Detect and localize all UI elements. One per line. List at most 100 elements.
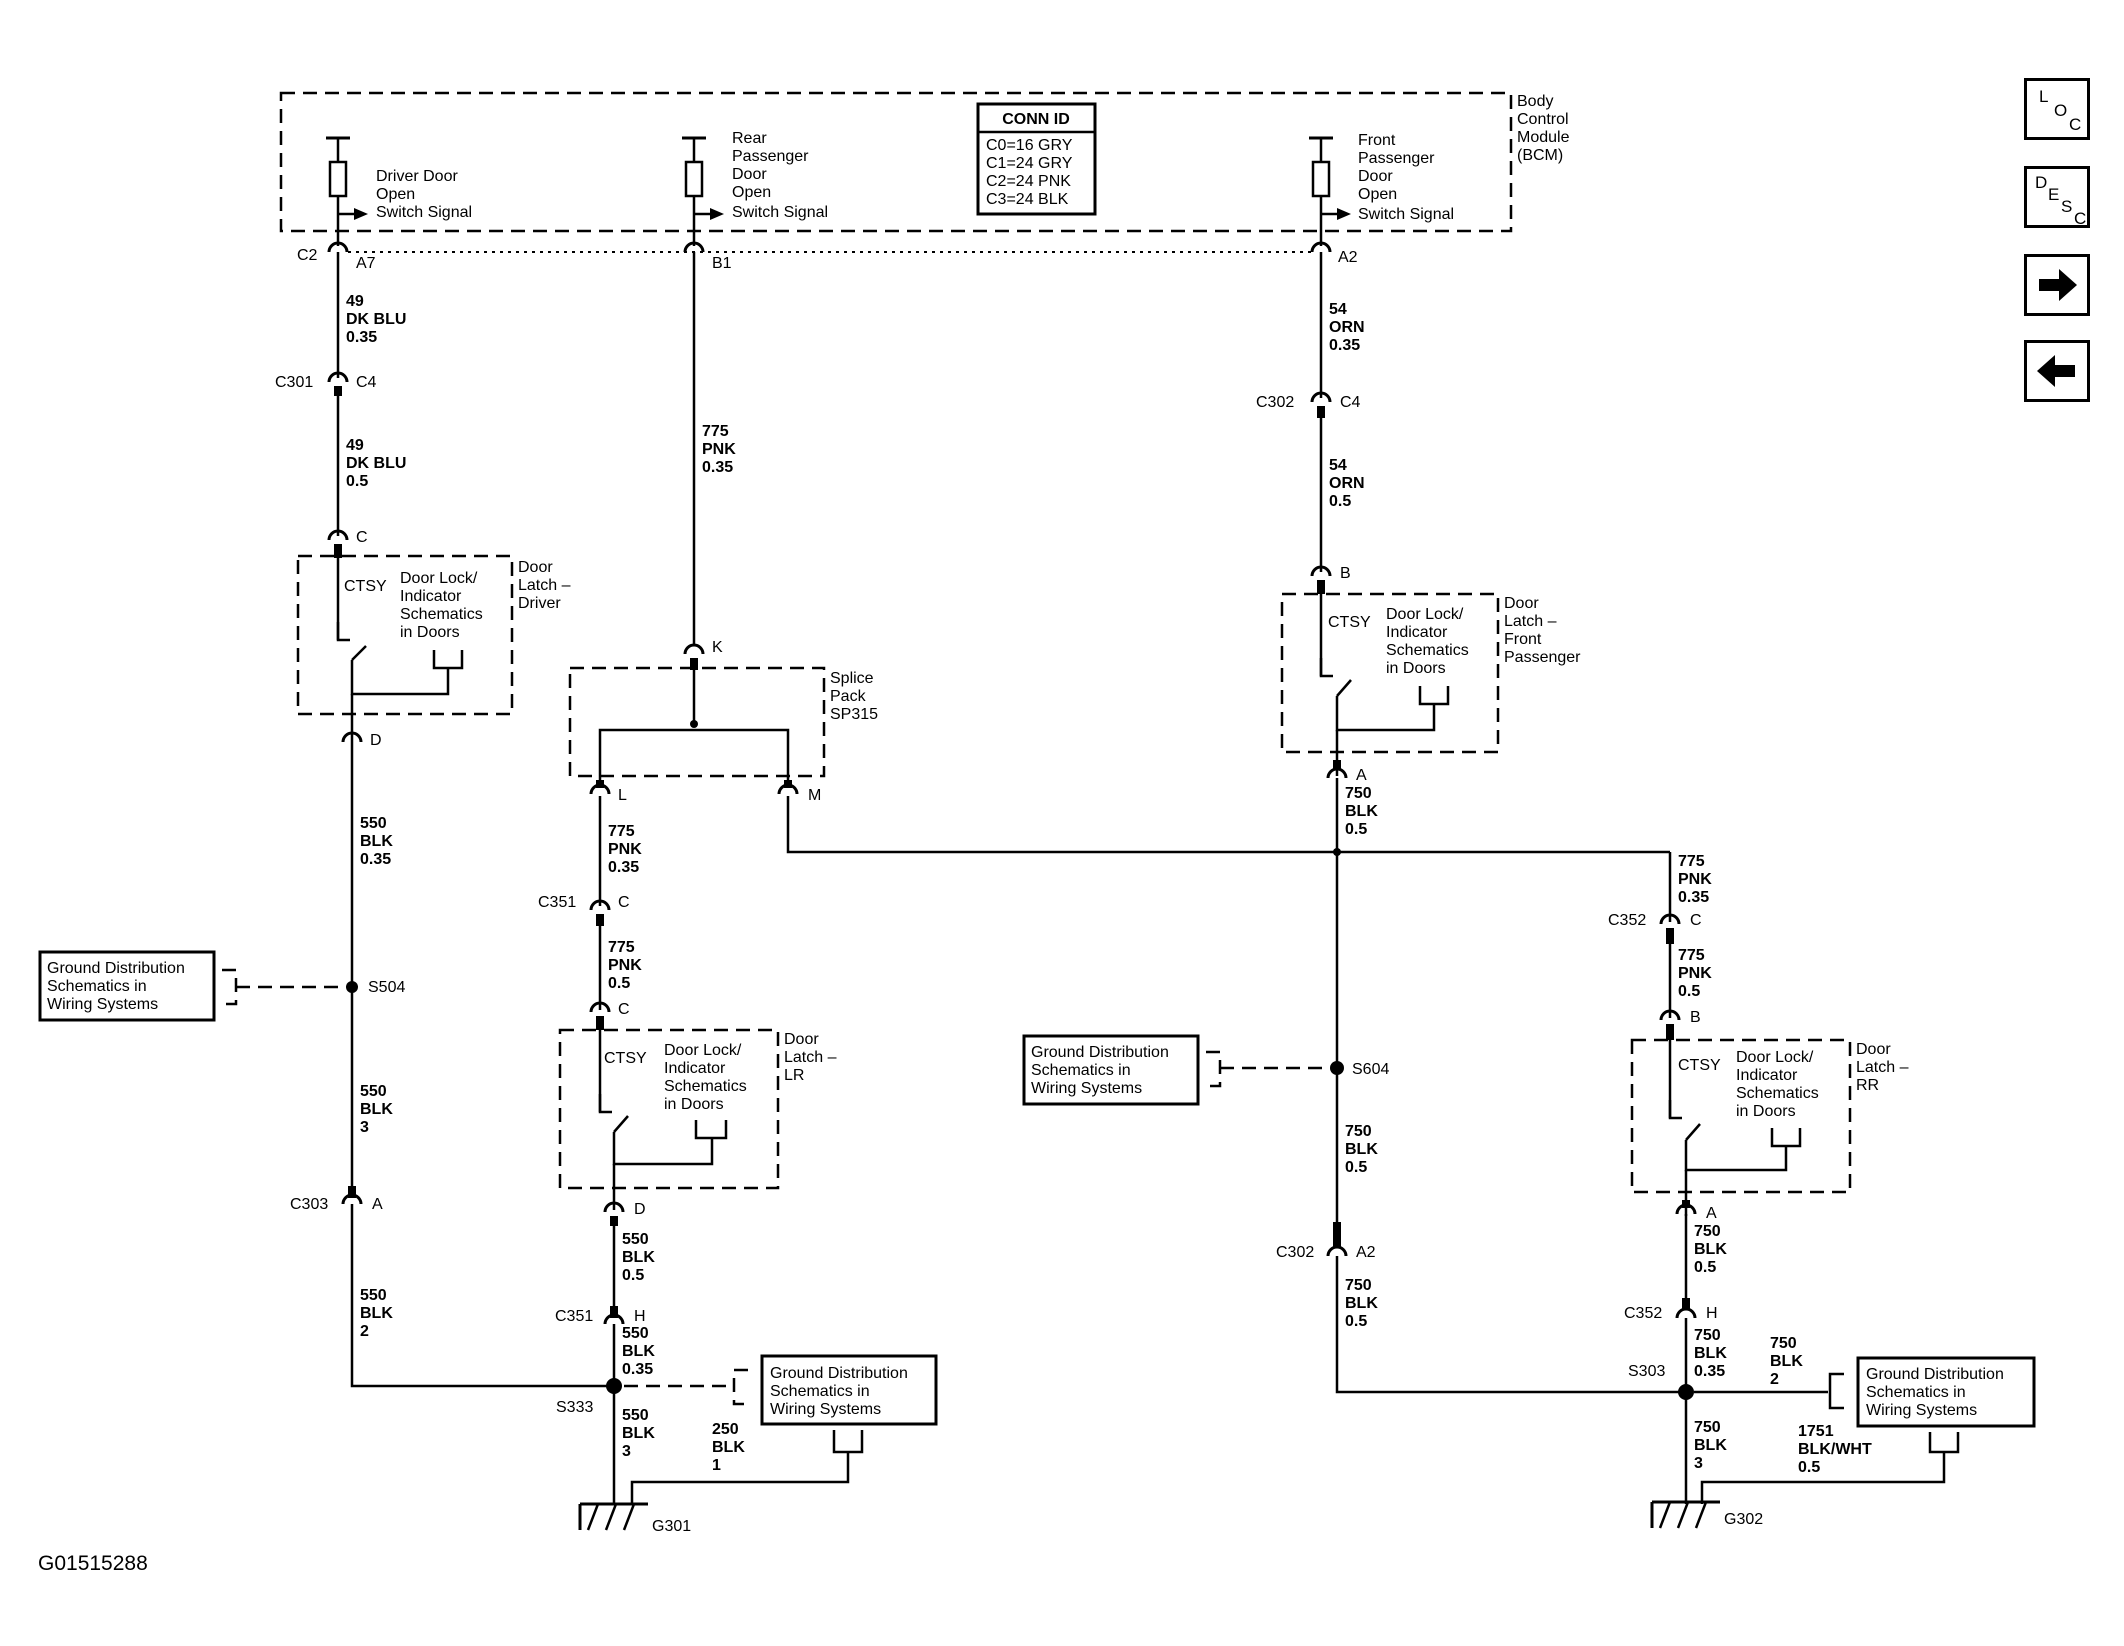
wire-label: BLK <box>622 1343 655 1360</box>
wire-label: 750 <box>1345 785 1372 802</box>
bcm-name-line: Body <box>1517 93 1553 110</box>
ground-ref-line: Ground Distribution <box>1031 1044 1169 1061</box>
signal-label-line: Switch Signal <box>376 204 472 221</box>
door-latch-lr <box>558 1028 780 1190</box>
splice-s604 <box>1330 1061 1344 1075</box>
previous-page-button[interactable] <box>2024 340 2090 402</box>
signal-label-line: Open <box>1358 186 1397 203</box>
next-page-button[interactable] <box>2024 254 2090 316</box>
wire-label: 550 <box>360 815 387 832</box>
splice-label: S303 <box>1628 1363 1665 1380</box>
lock-ref-line: in Doors <box>664 1096 724 1113</box>
splice-label: S604 <box>1352 1061 1389 1078</box>
wire-label: 1751 <box>1798 1423 1834 1440</box>
lock-ref-line: in Doors <box>400 624 460 641</box>
latch-label-line: Door <box>784 1031 819 1048</box>
pin-label: C <box>1690 912 1702 929</box>
wire-label: BLK <box>1345 1141 1378 1158</box>
wire-label: 750 <box>1694 1327 1721 1344</box>
conn-id-row: C0=16 GRY <box>986 137 1073 154</box>
connector-label: C351 <box>538 894 576 911</box>
latch-label-line: Door <box>1504 595 1539 612</box>
signal-label-line: Door <box>1358 168 1393 185</box>
ctsy-label: CTSY <box>1328 614 1371 631</box>
ground-ref-line: Schematics in <box>770 1383 870 1400</box>
front-branch: 54 ORN 0.35 C302 C4 54 ORN 0.5 B Door La… <box>1256 252 1688 1394</box>
pin-label: M <box>808 787 821 804</box>
lock-ref-line: Schematics <box>400 606 483 623</box>
ground-ref-line: Wiring Systems <box>770 1401 881 1418</box>
wire-label: 0.5 <box>1345 821 1367 838</box>
description-button[interactable]: D E S C <box>2024 166 2090 228</box>
wire-label: DK BLU <box>346 311 406 328</box>
connector-label: C302 <box>1276 1244 1314 1261</box>
connector-cavity-icon <box>683 643 705 656</box>
rear-branch: 775 PNK 0.35 K Splice Pack SP315 L M 775… <box>538 252 1670 1535</box>
pin-label: C <box>618 1001 630 1018</box>
wire-label: 550 <box>622 1231 649 1248</box>
arrow-left-icon <box>2037 355 2075 387</box>
lock-ref-line: Indicator <box>1386 624 1448 641</box>
signal-label-line: Open <box>376 186 415 203</box>
ground-ref-line: Wiring Systems <box>47 996 158 1013</box>
wire-label: BLK <box>1345 803 1378 820</box>
door-latch-rr <box>1630 1038 1852 1194</box>
wire-label: 0.35 <box>608 859 639 876</box>
pin-label: A2 <box>1338 249 1358 266</box>
wire-label: BLK <box>360 833 393 850</box>
latch-label-line: LR <box>784 1067 804 1084</box>
lock-ref-line: Indicator <box>400 588 462 605</box>
splice-label: S504 <box>368 979 405 996</box>
desc-letter: D <box>2035 173 2048 192</box>
wire-label: 0.35 <box>1329 337 1360 354</box>
wire-label: 750 <box>1694 1223 1721 1240</box>
latch-label-line: Latch – <box>518 577 571 594</box>
ground-icon <box>578 1502 650 1532</box>
pin-label: B <box>1690 1009 1701 1026</box>
splice-pack-label: SP315 <box>830 706 878 723</box>
splice-label: S333 <box>556 1399 593 1416</box>
bcm-name: Body Control Module (BCM) <box>1517 93 1570 164</box>
location-button[interactable]: L O C <box>2024 78 2090 140</box>
signal-label-line: Open <box>732 184 771 201</box>
ground-g302 <box>1650 1500 1722 1530</box>
ground-ref-line: Ground Distribution <box>770 1365 908 1382</box>
connector-cavity-icon <box>1310 241 1332 254</box>
ground-ref-line: Schematics in <box>1031 1062 1131 1079</box>
latch-label-line: Driver <box>518 595 561 612</box>
conn-id-row: C2=24 PNK <box>986 173 1071 190</box>
lock-ref-line: Door Lock/ <box>1736 1049 1814 1066</box>
splice-s333 <box>606 1378 622 1394</box>
wire-label: 3 <box>360 1119 369 1136</box>
ground-distribution-ref[interactable]: Ground Distribution Schematics in Wiring… <box>760 1354 938 1426</box>
latch-label-line: Door <box>518 559 553 576</box>
wire-label: ORN <box>1329 475 1365 492</box>
wire-label: 750 <box>1345 1123 1372 1140</box>
splice-pack-label: Pack <box>830 688 867 705</box>
ground-distribution-ref[interactable]: Ground Distribution Schematics in Wiring… <box>1022 1034 1200 1106</box>
wire-label: 0.35 <box>702 459 733 476</box>
latch-label-line: Latch – <box>1856 1059 1909 1076</box>
loc-letter: O <box>2054 101 2068 120</box>
door-switch-icon <box>351 645 367 661</box>
connector-label: C303 <box>290 1196 328 1213</box>
signal-label-line: Front <box>1358 132 1396 149</box>
lock-ref-line: Door Lock/ <box>400 570 478 587</box>
ground-distribution-ref[interactable]: Ground Distribution Schematics in Wiring… <box>38 950 216 1022</box>
pin-label: C <box>356 529 368 546</box>
ground-ref-line: Ground Distribution <box>1866 1366 2004 1383</box>
wire-label: 3 <box>622 1443 631 1460</box>
signal-label-line: Driver Door <box>376 168 458 185</box>
wire-label: 0.5 <box>1678 983 1700 1000</box>
pin-label: D <box>370 732 382 749</box>
pin-label: H <box>1706 1305 1718 1322</box>
wire-label: 49 <box>346 437 364 454</box>
desc-letter: S <box>2061 197 2073 216</box>
bcm-name-line: (BCM) <box>1517 147 1563 164</box>
latch-label-line: Passenger <box>1504 649 1581 666</box>
bcm-module: Body Control Module (BCM) CONN ID C0=16 … <box>279 91 1570 248</box>
door-latch-front-passenger <box>1280 592 1500 754</box>
wire-label: 775 <box>608 939 635 956</box>
ground-distribution-ref[interactable]: Ground Distribution Schematics in Wiring… <box>1856 1356 2036 1428</box>
pin-label: C4 <box>1340 394 1361 411</box>
